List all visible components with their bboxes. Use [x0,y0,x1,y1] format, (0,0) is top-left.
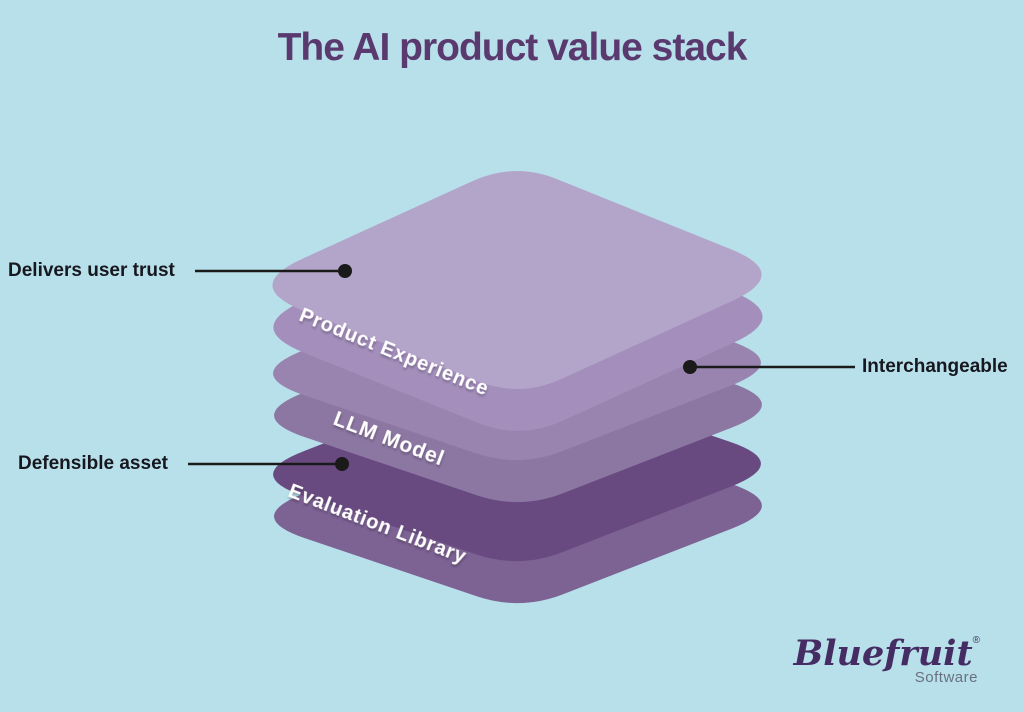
logo-brand-name: Bluefruit [793,633,973,674]
leader-dot-delivers-user-trust [338,264,352,278]
page-title: The AI product value stack [277,26,748,69]
callout-delivers-user-trust: Delivers user trust [8,260,175,281]
registered-trademark-icon: ® [972,635,980,646]
layer-product-experience [272,171,763,431]
bluefruit-logo: Bluefruit® Software [794,622,980,687]
leader-dot-defensible-asset [335,457,349,471]
logo-brand-text: Bluefruit® [794,622,980,673]
logo-subtitle-text: Software [914,669,978,686]
callout-defensible-asset: Defensible asset [18,453,168,474]
layer-product-experience-top [272,171,762,389]
callout-leaders [188,264,855,471]
leader-dot-interchangeable [683,360,697,374]
callout-interchangeable: Interchangeable [862,356,1008,377]
